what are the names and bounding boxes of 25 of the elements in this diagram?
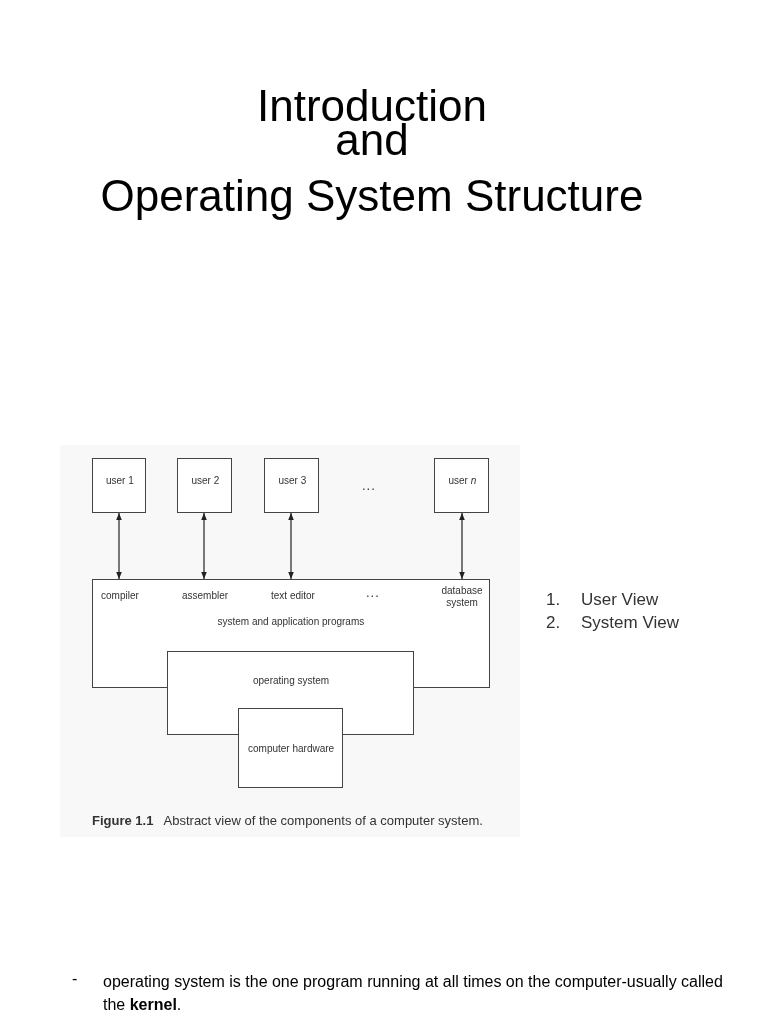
double-arrow xyxy=(201,512,207,580)
list-number: 1. xyxy=(546,590,561,610)
node-label: system and application programs xyxy=(217,616,365,628)
node-label: user n xyxy=(448,475,477,487)
node-label: database system xyxy=(440,585,484,609)
node-label: computer hardware xyxy=(248,743,335,755)
list-item: System View xyxy=(581,613,679,633)
node-label: text editor xyxy=(271,590,315,602)
node-label: assembler xyxy=(182,590,229,602)
node-label: compiler xyxy=(101,590,139,602)
figure-caption: Figure 1.1 Abstract view of the components of a computer system. xyxy=(92,813,483,828)
title-text: Operating System Structure xyxy=(99,174,645,218)
double-arrow xyxy=(288,512,294,580)
double-arrow xyxy=(459,512,465,580)
double-arrow xyxy=(116,512,122,580)
node-label: operating system xyxy=(253,675,330,687)
list-item: User View xyxy=(581,590,659,610)
node-label: user 2 xyxy=(191,475,220,487)
node-label: user 1 xyxy=(106,475,134,487)
bullet-text: operating system is the one program running at all times on the computer-usually called the kernel. xyxy=(103,972,724,1015)
bullet-dash: - xyxy=(72,970,78,988)
ellipsis-text: ... xyxy=(362,478,376,493)
list-number: 2. xyxy=(546,613,561,633)
node-label: user 3 xyxy=(278,475,307,487)
ellipsis-text: ... xyxy=(366,585,380,601)
